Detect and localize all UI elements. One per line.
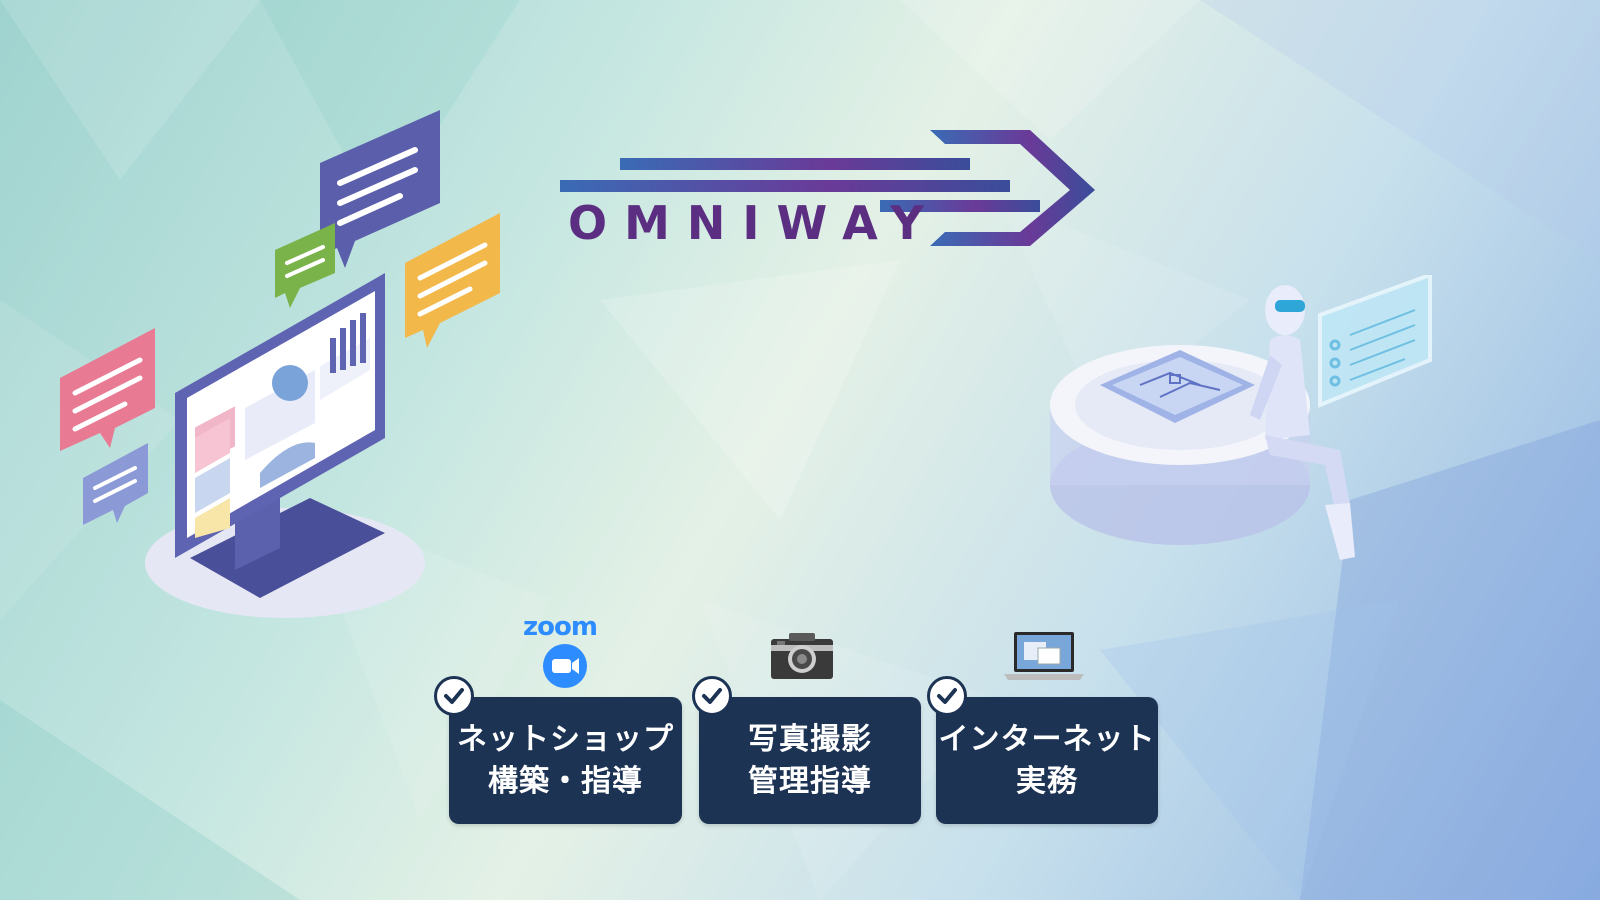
service-card-line2: 構築・指導 <box>488 763 643 799</box>
service-card-line2: 管理指導 <box>748 763 872 799</box>
logo-wordmark: OMNIWAY <box>568 196 941 250</box>
check-icon <box>927 676 967 716</box>
service-card-line1: インターネット <box>938 721 1156 757</box>
service-card-photo: 写真撮影 管理指導 <box>699 697 921 824</box>
zoom-wordmark: zoom <box>523 612 598 642</box>
robot-ai-chip-illustration <box>1050 275 1432 560</box>
service-card-line2: 実務 <box>1016 763 1078 799</box>
service-card-line1: ネットショップ <box>457 721 674 757</box>
logo-arrow-mark <box>560 130 1095 246</box>
service-card-internet: インターネット 実務 <box>936 697 1158 824</box>
video-conference-monitor-illustration <box>60 110 500 618</box>
camera-icon <box>771 633 833 679</box>
service-card-line1: 写真撮影 <box>748 721 872 757</box>
check-icon <box>434 676 474 716</box>
omniway-logo: OMNIWAY <box>560 128 1100 258</box>
check-icon <box>692 676 732 716</box>
laptop-icon <box>1004 632 1084 680</box>
service-card-netshop: ネットショップ 構築・指導 <box>449 697 682 824</box>
zoom-icon <box>543 644 587 688</box>
